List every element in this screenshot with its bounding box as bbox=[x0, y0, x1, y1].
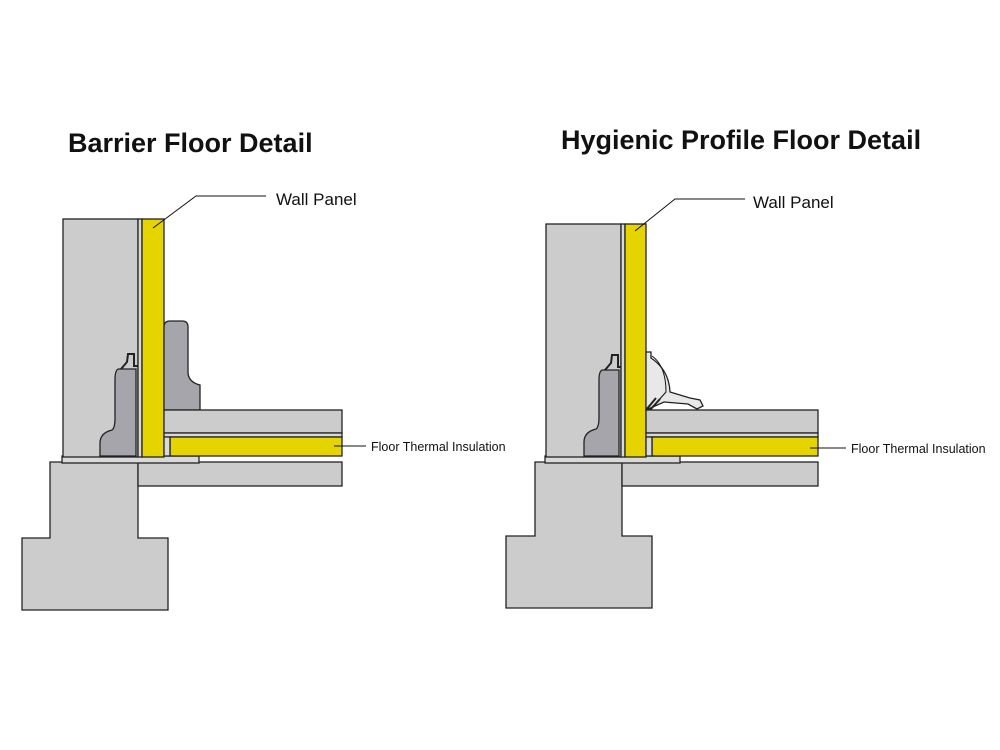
flashing-hook-right bbox=[604, 354, 621, 371]
floor-slab bbox=[163, 409, 343, 434]
floor-insulation-label: Floor Thermal Insulation bbox=[371, 440, 506, 454]
wall-panel-right bbox=[624, 223, 647, 458]
barrier-floor-detail: Barrier Floor Detail Wall Panel Floor Th bbox=[21, 128, 506, 611]
floor-edge-trim bbox=[163, 436, 171, 457]
foundation-beam bbox=[137, 461, 343, 487]
wall-panel bbox=[141, 218, 165, 458]
floor-slab-right bbox=[645, 409, 819, 434]
coving-clip bbox=[645, 397, 661, 411]
hygienic-profile-floor-detail: Hygienic Profile Floor Detail Wall Panel bbox=[505, 125, 986, 609]
flashing-hook bbox=[120, 353, 138, 370]
wall-panel-leader-right bbox=[634, 198, 745, 232]
floor-thermal-insulation bbox=[169, 436, 343, 457]
hygienic-detail-title: Hygienic Profile Floor Detail bbox=[561, 125, 921, 155]
floor-edge-trim-right bbox=[645, 436, 653, 457]
wall-panel-label: Wall Panel bbox=[276, 190, 357, 209]
outer-barrier-block-right bbox=[583, 369, 620, 457]
foundation-footing bbox=[21, 461, 169, 611]
outer-barrier-block bbox=[99, 368, 137, 457]
foundation-footing-right bbox=[505, 461, 653, 609]
wall-panel-leader bbox=[152, 195, 266, 229]
floor-insulation-label-right: Floor Thermal Insulation bbox=[851, 442, 986, 456]
coving-inner-line bbox=[649, 355, 667, 411]
barrier-detail-title: Barrier Floor Detail bbox=[68, 128, 313, 158]
wall-panel-label-right: Wall Panel bbox=[753, 193, 834, 212]
hygienic-coving-profile bbox=[645, 351, 704, 412]
floor-thermal-insulation-right bbox=[651, 436, 819, 457]
inner-barrier-kerb bbox=[163, 320, 201, 411]
foundation-beam-right bbox=[621, 461, 819, 487]
